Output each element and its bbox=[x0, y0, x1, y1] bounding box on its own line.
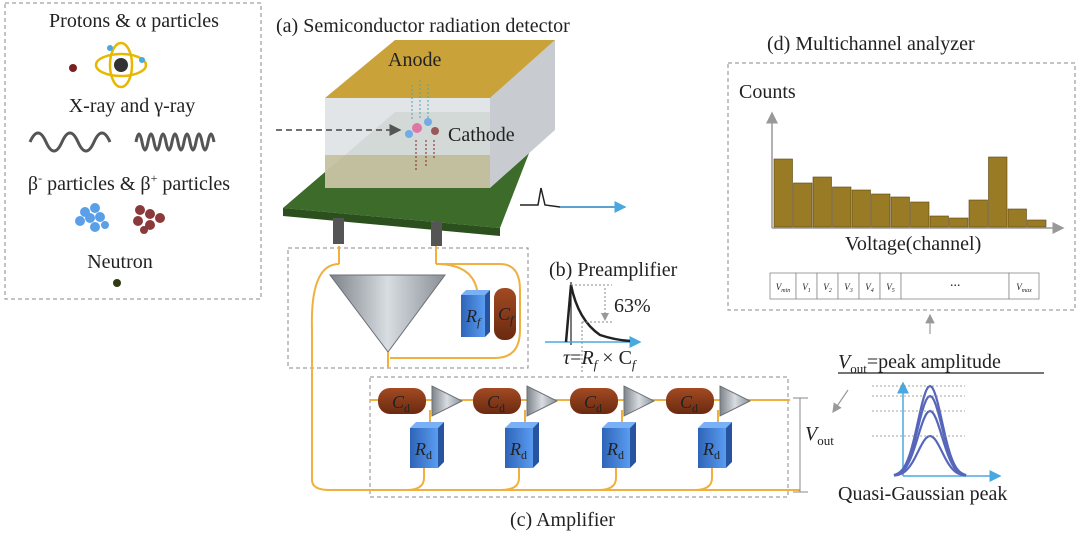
preamplifier-percent: 63% bbox=[614, 295, 651, 317]
quasi-gaussian-label: Quasi-Gaussian peak bbox=[838, 483, 1007, 505]
amplifier-vout-label: Vout bbox=[805, 423, 834, 448]
preamplifier-triangle-icon bbox=[328, 274, 446, 353]
shaping-resistor-icon bbox=[410, 428, 438, 468]
amplifier-triangle-icon bbox=[431, 385, 464, 417]
detector-title: (a) Semiconductor radiation detector bbox=[276, 15, 570, 37]
detector-pulse-icon bbox=[520, 187, 625, 208]
shaping-capacitor-icon bbox=[666, 388, 714, 414]
rd-label: Rd bbox=[509, 439, 527, 462]
protons-alpha-label: Protons & α particles bbox=[49, 10, 219, 32]
feedback-capacitor-icon: Cf bbox=[494, 288, 516, 340]
mca-ylabel: Counts bbox=[739, 81, 796, 103]
histogram-bar bbox=[832, 186, 852, 228]
histogram-bar bbox=[871, 193, 891, 228]
channel-label: V1 bbox=[802, 282, 811, 294]
channel-label: Vmin bbox=[776, 282, 791, 294]
channel-cell bbox=[1008, 272, 1040, 300]
histogram-bar bbox=[968, 199, 988, 228]
gaussian-curve bbox=[893, 384, 967, 477]
neutron-icon bbox=[113, 279, 121, 287]
shaping-capacitor-icon bbox=[570, 388, 618, 414]
rd-label: Rd bbox=[414, 439, 432, 462]
channel-label: V3 bbox=[844, 282, 853, 294]
histogram-bar bbox=[929, 215, 949, 228]
histogram-bar bbox=[851, 189, 871, 228]
preamplifier: Rf Cf bbox=[287, 246, 529, 491]
particles-panel: Protons & α particles X-ray and γ-ray β-… bbox=[4, 2, 262, 300]
quasi-gaussian-peak: Vout=peak amplitude Quasi-Gaussian peak bbox=[832, 351, 1044, 505]
histogram-bar bbox=[793, 182, 813, 228]
channel-label: V4 bbox=[865, 282, 874, 294]
beta-particles-label: β- particles & β+ particles bbox=[28, 171, 230, 195]
shaping-resistor-icon bbox=[602, 428, 630, 468]
histogram-bar bbox=[988, 156, 1008, 228]
beta-plus-cluster-icon bbox=[133, 205, 165, 234]
mca-title: (d) Multichannel analyzer bbox=[767, 33, 975, 55]
rd-label: Rd bbox=[606, 439, 624, 462]
alpha-particle-icon bbox=[94, 41, 148, 89]
mca-histogram bbox=[773, 156, 1047, 228]
histogram-bar bbox=[1027, 219, 1047, 228]
neutron-label: Neutron bbox=[87, 251, 153, 273]
amplifier-triangle-icon bbox=[526, 385, 559, 417]
feedback-resistor-icon: Rf bbox=[461, 290, 490, 337]
channel-strip: Vmin V1 V2 V3 V4 V5 ··· Vmax bbox=[769, 272, 1040, 300]
cd-label: Cd bbox=[487, 392, 505, 415]
histogram-bar bbox=[812, 176, 832, 228]
cathode-label: Cathode bbox=[448, 124, 515, 146]
detector: (a) Semiconductor radiation detector Ano… bbox=[276, 15, 627, 246]
gamma-wave-icon bbox=[134, 132, 216, 152]
histogram-bar bbox=[1007, 208, 1027, 228]
amplifier-title: (c) Amplifier bbox=[510, 509, 615, 531]
histogram-bar bbox=[773, 158, 793, 228]
amplifier-triangle-icon bbox=[719, 385, 752, 417]
shaping-capacitor-icon bbox=[473, 388, 521, 414]
time-constant-formula: τ=Rf × Cf bbox=[563, 347, 638, 372]
svg-text:Cf: Cf bbox=[498, 304, 515, 327]
mca-xlabel: Voltage(channel) bbox=[845, 233, 981, 255]
amplifier-triangle-icon bbox=[623, 385, 656, 417]
preamplifier-title: (b) Preamplifier bbox=[549, 259, 678, 281]
shaping-resistor-icon bbox=[698, 428, 726, 468]
channel-cell bbox=[769, 272, 797, 300]
beta-minus-cluster-icon bbox=[75, 203, 109, 232]
channel-cell bbox=[900, 272, 1010, 300]
anode-label: Anode bbox=[388, 49, 441, 71]
channel-label: Vmax bbox=[1016, 282, 1032, 294]
shaping-capacitor-icon bbox=[378, 388, 426, 414]
preamplifier-pulse: (b) Preamplifier 63% τ=Rf × Cf bbox=[545, 259, 678, 372]
cd-label: Cd bbox=[680, 392, 698, 415]
multichannel-analyzer: (d) Multichannel analyzer Counts Voltage… bbox=[727, 33, 1076, 311]
channel-label: V2 bbox=[823, 282, 832, 294]
channel-label: ··· bbox=[950, 279, 961, 294]
channel-label: V5 bbox=[886, 282, 895, 294]
xray-gamma-label: X-ray and γ-ray bbox=[69, 95, 196, 117]
histogram-bar bbox=[949, 217, 969, 228]
histogram-bar bbox=[890, 196, 910, 228]
svg-text:Rf: Rf bbox=[465, 306, 482, 329]
peak-amplitude-label: Vout=peak amplitude bbox=[838, 351, 1001, 376]
rd-label: Rd bbox=[702, 439, 720, 462]
cd-label: Cd bbox=[584, 392, 602, 415]
cd-label: Cd bbox=[392, 392, 410, 415]
proton-icon bbox=[69, 64, 77, 72]
charge-cloud-icon bbox=[405, 80, 439, 172]
histogram-bar bbox=[910, 201, 930, 228]
shaping-resistor-icon bbox=[505, 428, 533, 468]
xray-wave-icon bbox=[28, 131, 112, 153]
